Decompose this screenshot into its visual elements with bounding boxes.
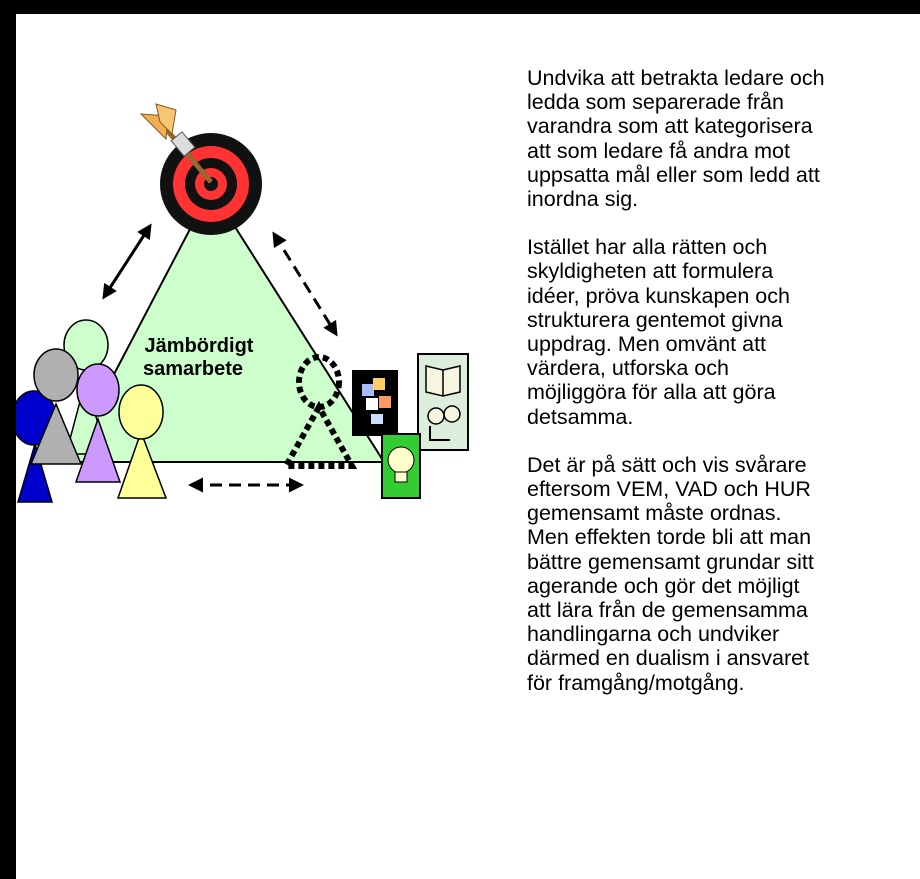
dashed-person-icon	[280, 354, 358, 469]
description-text: Undvika att betrakta ledare och ledda so…	[527, 66, 917, 719]
paragraph-1: Undvika att betrakta ledare och ledda so…	[527, 66, 825, 212]
book-card-icon	[417, 353, 469, 451]
content-panel: Jämbördigt samarbete	[14, 14, 920, 879]
paragraph-3: Det är på sätt och vis svårare eftersom …	[527, 452, 814, 695]
center-label-line2: samarbete	[143, 358, 243, 380]
center-label-line1: Jämbördigt	[145, 335, 254, 357]
people-group-icon	[16, 319, 168, 503]
lightbulb-card-icon	[381, 433, 421, 499]
puzzle-card-icon	[352, 370, 398, 436]
paragraph-2: Istället har alla rätten och skyldighete…	[527, 235, 790, 429]
arrow-target-left	[102, 223, 152, 300]
arrow-target-right	[272, 231, 338, 337]
collaboration-diagram: Jämbördigt samarbete	[16, 103, 469, 503]
dart-target-icon	[139, 103, 262, 235]
